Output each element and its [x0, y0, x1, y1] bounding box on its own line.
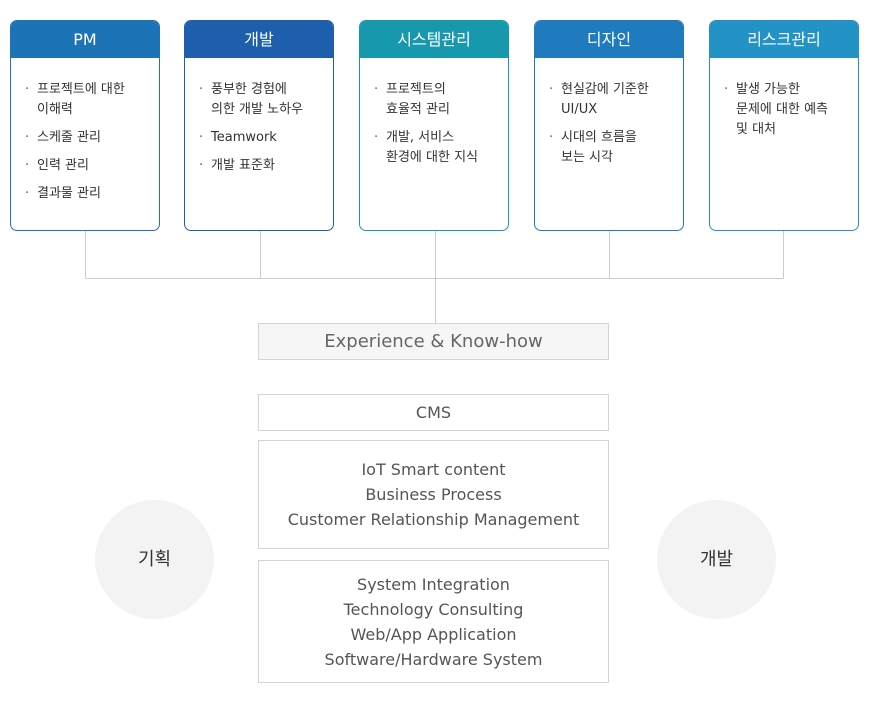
card-design: 디자인 · 현실감에 기준한 UI/UX · 시대의 흐름을 보는 시각: [534, 20, 684, 231]
card-title: 리스크관리: [710, 21, 858, 58]
card-item-text: 인력 관리: [37, 158, 89, 173]
planning-circle: 기획: [95, 500, 214, 619]
cms-box: CMS: [258, 394, 609, 431]
card-title: 개발: [185, 21, 333, 58]
card-title: 시스템관리: [360, 21, 508, 58]
card-system: 시스템관리 · 프로젝트의 효율적 관리 · 개발, 서비스 환경에 대한 지식: [359, 20, 509, 231]
card-item-text: 개발, 서비스 환경에 대한 지식: [386, 130, 478, 165]
card-item-text: 프로젝트의 효율적 관리: [386, 82, 450, 117]
card-item-text: 결과물 관리: [37, 186, 101, 201]
card-item: · 개발 표준화: [199, 156, 325, 176]
bullet: ·: [199, 158, 204, 173]
card-item: · 풍부한 경험에 의한 개발 노하우: [199, 80, 325, 120]
bullet: ·: [374, 82, 379, 97]
card-body: · 발생 가능한 문제에 대한 예측 및 대처: [710, 58, 858, 140]
card-item: · 개발, 서비스 환경에 대한 지식: [374, 128, 500, 168]
bullet: ·: [25, 130, 30, 145]
card-item: · 현실감에 기준한 UI/UX: [549, 80, 675, 120]
card-item: · 발생 가능한 문제에 대한 예측 및 대처: [724, 80, 850, 140]
card-item-text: 발생 가능한 문제에 대한 예측 및 대처: [736, 82, 828, 137]
card-dev: 개발 · 풍부한 경험에 의한 개발 노하우 · Teamwork · 개발 표준화: [184, 20, 334, 231]
card-item-text: 프로젝트에 대한 이해력: [37, 82, 125, 117]
service-group-1: IoT Smart content Business Process Custo…: [258, 440, 609, 549]
service-item: Customer Relationship Management: [287, 510, 580, 529]
card-body: · 현실감에 기준한 UI/UX · 시대의 흐름을 보는 시각: [535, 58, 683, 168]
card-item-text: 스케줄 관리: [37, 130, 101, 145]
development-circle: 개발: [657, 500, 776, 619]
card-item-text: 개발 표준화: [211, 158, 275, 173]
card-item: · 결과물 관리: [25, 184, 151, 204]
card-body: · 프로젝트에 대한 이해력 · 스케줄 관리 · 인력 관리 · 결과물 관리: [11, 58, 159, 204]
bullet: ·: [25, 186, 30, 201]
bullet: ·: [25, 158, 30, 173]
bullet: ·: [199, 130, 204, 145]
bullet: ·: [199, 82, 204, 97]
bullet: ·: [724, 82, 729, 97]
bullet: ·: [549, 130, 554, 145]
card-item: · 인력 관리: [25, 156, 151, 176]
service-item: IoT Smart content: [361, 460, 506, 479]
card-item: · Teamwork: [199, 128, 325, 148]
card-item: · 시대의 흐름을 보는 시각: [549, 128, 675, 168]
card-item-text: 현실감에 기준한 UI/UX: [561, 82, 649, 117]
card-pm: PM · 프로젝트에 대한 이해력 · 스케줄 관리 · 인력 관리 · 결과물 관리: [10, 20, 160, 231]
card-item-text: 풍부한 경험에 의한 개발 노하우: [211, 82, 303, 117]
bullet: ·: [374, 130, 379, 145]
service-item: Business Process: [365, 485, 502, 504]
card-item: · 프로젝트에 대한 이해력: [25, 80, 151, 120]
service-item: Web/App Application: [350, 624, 517, 644]
card-body: · 프로젝트의 효율적 관리 · 개발, 서비스 환경에 대한 지식: [360, 58, 508, 168]
service-group-2: System Integration Technology Consulting…: [258, 560, 609, 683]
service-item: Technology Consulting: [343, 599, 524, 619]
card-item-text: Teamwork: [211, 130, 277, 145]
card-risk: 리스크관리 · 발생 가능한 문제에 대한 예측 및 대처: [709, 20, 859, 231]
service-item: System Integration: [357, 574, 510, 594]
card-item: · 스케줄 관리: [25, 128, 151, 148]
card-title: PM: [11, 21, 159, 58]
service-item: Software/Hardware System: [324, 649, 543, 669]
experience-box: Experience & Know-how: [258, 323, 609, 360]
bullet: ·: [25, 82, 30, 97]
card-item-text: 시대의 흐름을 보는 시각: [561, 130, 637, 165]
bullet: ·: [549, 82, 554, 97]
card-body: · 풍부한 경험에 의한 개발 노하우 · Teamwork · 개발 표준화: [185, 58, 333, 176]
card-title: 디자인: [535, 21, 683, 58]
card-item: · 프로젝트의 효율적 관리: [374, 80, 500, 120]
